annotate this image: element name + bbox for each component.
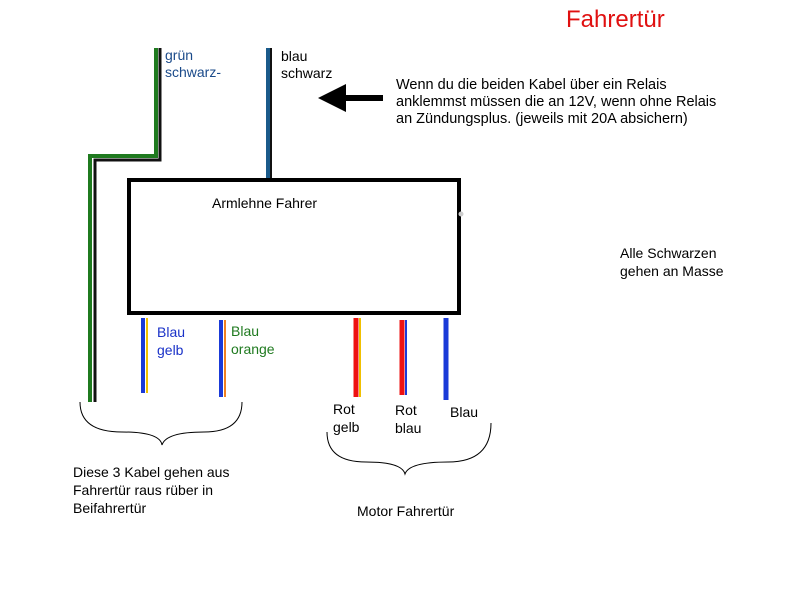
box-connector-dot bbox=[458, 211, 464, 217]
arrow-left-icon bbox=[318, 84, 383, 112]
wire-blau-orange bbox=[219, 320, 226, 397]
brace-motor-group bbox=[326, 422, 492, 476]
wire-blau-schwarz bbox=[266, 48, 272, 180]
side-wire-green-black bbox=[88, 48, 162, 402]
motor-note: Motor Fahrertür bbox=[357, 503, 455, 519]
brace-left-group bbox=[79, 401, 243, 446]
relay-note: Wenn du die beiden Kabel über ein Relais… bbox=[396, 77, 717, 127]
wire-rot-gelb bbox=[353, 318, 361, 397]
page-title: Fahrertür bbox=[566, 6, 665, 33]
armrest-box bbox=[127, 178, 461, 315]
box-label: Armlehne Fahrer bbox=[212, 195, 318, 211]
wire-blau-gelb bbox=[141, 318, 148, 393]
wire-label-blau: Blau bbox=[450, 404, 479, 420]
wire-rot-blau bbox=[399, 320, 407, 395]
